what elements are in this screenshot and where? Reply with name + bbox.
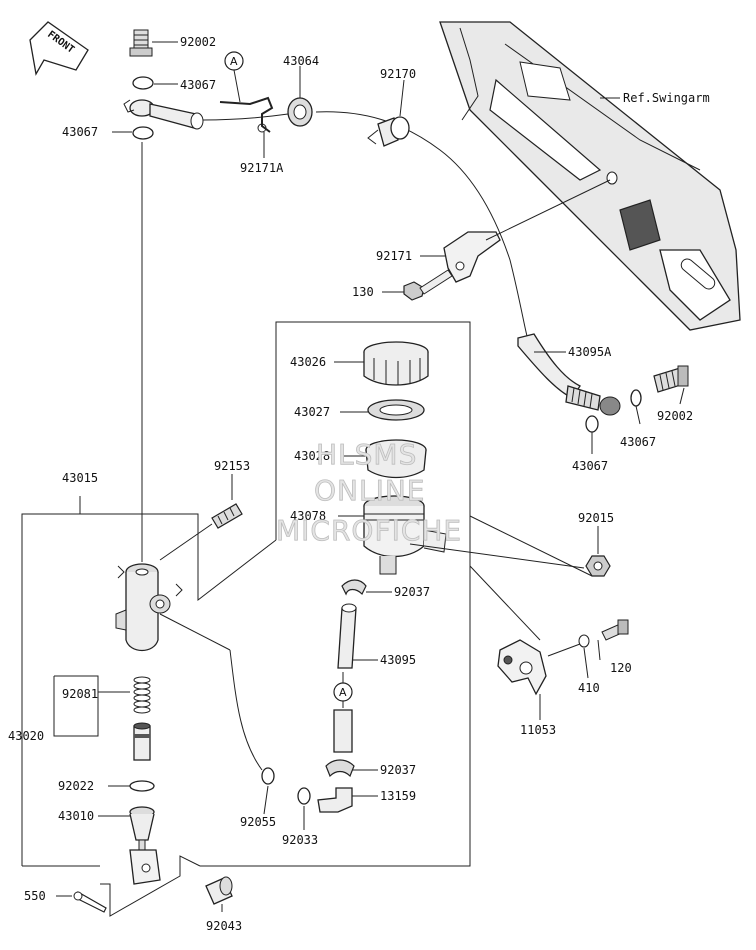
label-13159: 13159 — [380, 789, 416, 803]
oring-92055 — [261, 767, 275, 785]
label-92022: 92022 — [58, 779, 94, 793]
label-92015: 92015 — [578, 511, 614, 525]
pin-92043 — [205, 876, 233, 905]
hose-lower — [333, 709, 353, 753]
reservoir-frame — [200, 321, 471, 867]
bracket-92171 — [443, 231, 501, 283]
washer-43067-left — [132, 126, 154, 140]
svg-text:ONLINE: ONLINE — [314, 474, 425, 507]
plate-43027 — [367, 399, 425, 421]
washer-43067-lower — [585, 415, 599, 433]
label-92043: 92043 — [206, 919, 242, 933]
washer-43067-top — [132, 76, 154, 90]
label-410: 410 — [578, 681, 600, 695]
label-92037-top: 92037 — [394, 585, 430, 599]
clip-92171A — [219, 96, 274, 133]
front-arrow-icon: FRONT — [29, 21, 89, 76]
washer-swingarm — [606, 171, 618, 185]
label-92002-right: 92002 — [657, 409, 693, 423]
label-43078: 43078 — [290, 509, 326, 523]
label-120: 120 — [610, 661, 632, 675]
screw-120 — [601, 619, 629, 641]
label-92170: 92170 — [380, 67, 416, 81]
label-43095: 43095 — [380, 653, 416, 667]
watermark: HLSMS ONLINE MICROFICHE — [276, 438, 462, 548]
label-11053: 11053 — [520, 723, 556, 737]
clamp-92170 — [367, 116, 410, 147]
reservoir-43078 — [363, 495, 447, 575]
leader-lines — [56, 41, 685, 912]
label-92081: 92081 — [62, 687, 98, 701]
label-43027: 43027 — [294, 405, 330, 419]
label-43067-top: 43067 — [180, 78, 216, 92]
banjo-fitting-top — [123, 99, 204, 130]
master-cylinder-body — [115, 563, 171, 652]
svg-text:A: A — [230, 55, 238, 68]
label-43067-lower: 43067 — [572, 459, 608, 473]
label-43015: 43015 — [62, 471, 98, 485]
pushrod-43010 — [129, 806, 161, 885]
elbow-13159 — [317, 787, 353, 813]
svg-text:HLSMS: HLSMS — [316, 438, 417, 471]
marker-a-top: A — [224, 51, 244, 103]
label-43020: 43020 — [8, 729, 44, 743]
label-92171A: 92171A — [240, 161, 284, 175]
label-43067-left: 43067 — [62, 125, 98, 139]
piston-kit-frame — [53, 675, 99, 737]
label-92037-low: 92037 — [380, 763, 416, 777]
svg-text:A: A — [339, 686, 347, 699]
label-43028: 43028 — [294, 449, 330, 463]
clamp-92037-low — [325, 759, 355, 778]
circlip-92022 — [129, 780, 155, 792]
spring-92081 — [133, 676, 151, 714]
bolt-92153 — [211, 503, 243, 529]
clamp-92037-top — [341, 579, 367, 596]
swingarm-reference — [439, 21, 741, 331]
label-550: 550 — [24, 889, 46, 903]
label-43064: 43064 — [283, 54, 319, 68]
label-43010: 43010 — [58, 809, 94, 823]
piston-43020 — [133, 722, 151, 761]
label-92033: 92033 — [282, 833, 318, 847]
ref-swingarm-label: Ref.Swingarm — [623, 91, 710, 105]
label-130: 130 — [352, 285, 374, 299]
label-92002-top: 92002 — [180, 35, 216, 49]
label-92153: 92153 — [214, 459, 250, 473]
label-43067-right: 43067 — [620, 435, 656, 449]
grommet-43064 — [287, 97, 313, 127]
bolt-130 — [403, 269, 453, 301]
master-cylinder-frame — [21, 513, 277, 866]
circlip-92033 — [297, 787, 311, 805]
label-92055: 92055 — [240, 815, 276, 829]
svg-text:MICROFICHE: MICROFICHE — [276, 514, 462, 547]
part-labels: 92002 43067 43064 92170 43067 92171A 921… — [8, 35, 693, 933]
diaphragm-43028 — [365, 439, 427, 479]
hose-43095 — [337, 603, 357, 669]
reservoir-cap-43026 — [363, 341, 429, 386]
switch-11053 — [497, 639, 547, 696]
nut-92015 — [585, 555, 611, 577]
label-92171: 92171 — [376, 249, 412, 263]
banjo-bolt-92002-right — [653, 365, 689, 393]
cotter-pin-550 — [73, 891, 107, 913]
brake-hose-line — [315, 111, 529, 341]
label-43095A: 43095A — [568, 345, 612, 359]
label-43026: 43026 — [290, 355, 326, 369]
washer-43067-right — [630, 389, 642, 407]
washer-410 — [578, 634, 590, 648]
hose-43095A — [517, 333, 621, 416]
marker-a-bottom: A — [333, 682, 353, 702]
banjo-bolt-92002-top — [129, 29, 153, 57]
